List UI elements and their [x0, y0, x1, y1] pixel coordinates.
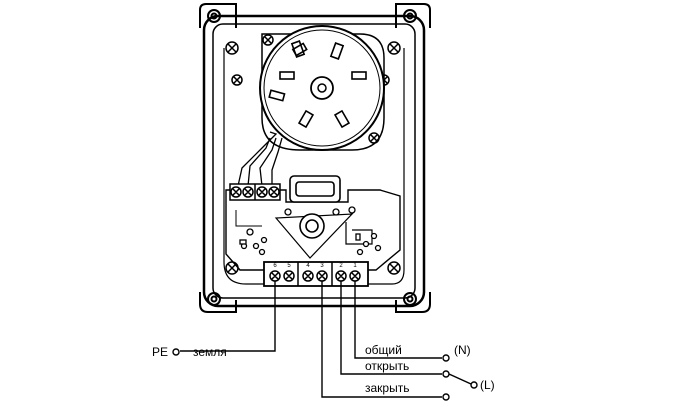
- main-terminal-block: [263, 261, 369, 287]
- wire-close: [321, 281, 442, 398]
- switch-contact-icon: [448, 373, 472, 385]
- motor: [259, 25, 385, 151]
- terminal-number: 5: [287, 263, 291, 269]
- terminal-number: 4: [306, 263, 310, 269]
- terminal-dot-icon: [442, 393, 450, 401]
- terminal-number: 1: [353, 263, 357, 269]
- screw-icon: [231, 74, 243, 86]
- label-pe: PE: [152, 345, 168, 359]
- label-live: (L): [480, 378, 495, 392]
- screw-icon: [387, 41, 401, 55]
- terminal-dot-icon: [172, 348, 180, 356]
- wire-labels: PE земля общий (N) открыть закрыть (L): [152, 343, 495, 395]
- switch-pivot-icon: [470, 381, 478, 389]
- motor-terminal-block: [229, 183, 281, 201]
- terminal-number: 6: [273, 263, 277, 269]
- pcb-components: [239, 206, 382, 256]
- wire-ground: [180, 281, 276, 352]
- screw-icon: [225, 261, 239, 275]
- label-ground: земля: [193, 345, 227, 359]
- wire-common: [354, 281, 442, 359]
- cam-shaft: [299, 213, 325, 239]
- label-common: общий: [365, 343, 402, 357]
- label-open: открыть: [365, 359, 409, 373]
- terminal-numbers: 6 5 4 3 2 1: [273, 263, 357, 269]
- mounting-hole-icon: [207, 9, 221, 23]
- mounting-hole-icon: [403, 9, 417, 23]
- label-close: закрыть: [365, 381, 409, 395]
- motor-leads: [237, 131, 283, 187]
- external-wiring: [172, 281, 478, 401]
- enclosure: [199, 3, 431, 313]
- screw-icon: [262, 34, 274, 46]
- terminal-number: 3: [320, 263, 324, 269]
- mounting-hole-icon: [403, 292, 417, 306]
- capacitor: [289, 175, 341, 203]
- terminal-number: 2: [339, 263, 343, 269]
- wire-open: [340, 281, 442, 375]
- terminal-dot-icon: [442, 354, 450, 362]
- mounting-hole-icon: [207, 292, 221, 306]
- screw-icon: [387, 261, 401, 275]
- label-neutral: (N): [454, 343, 471, 357]
- terminal-dot-icon: [442, 370, 450, 378]
- screw-icon: [225, 41, 239, 55]
